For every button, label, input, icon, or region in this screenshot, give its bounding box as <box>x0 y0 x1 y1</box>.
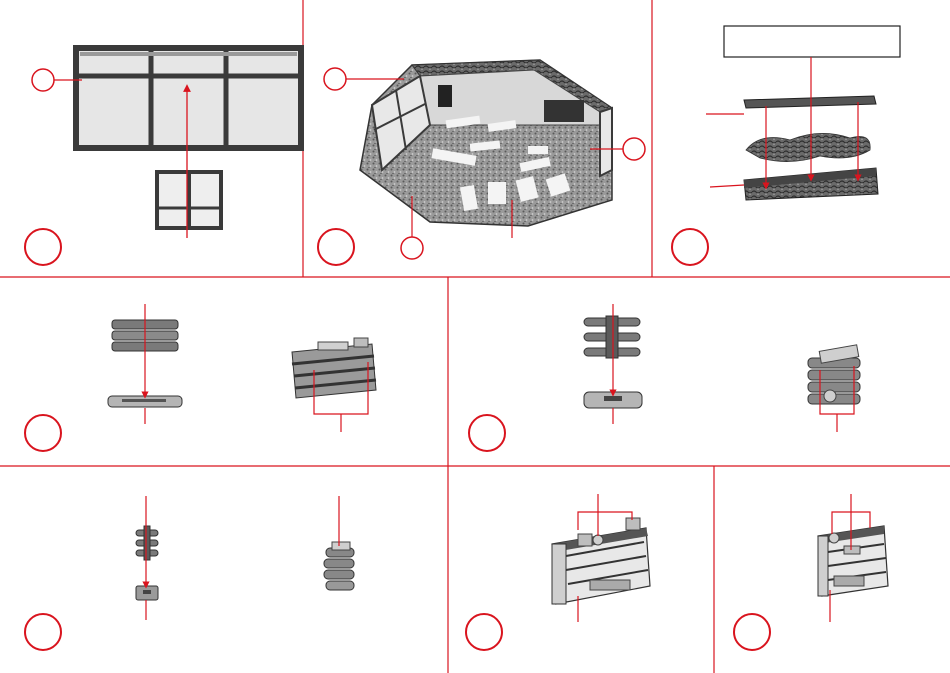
step-number-circle <box>25 415 61 451</box>
step-number-circle <box>466 614 502 650</box>
window-frame-illustration <box>76 48 301 148</box>
panel-step-4 <box>25 304 376 451</box>
material-label-box <box>724 26 900 57</box>
panel-step-5 <box>469 304 860 451</box>
step-number-circle <box>318 229 354 265</box>
panel-step-8 <box>734 494 888 650</box>
panel-step-2 <box>318 60 645 265</box>
step-number-circle <box>734 614 770 650</box>
part-callout-circle <box>401 237 423 259</box>
panel-step-3 <box>672 26 900 265</box>
shelf-base-plate <box>108 396 182 407</box>
roof-panel-top <box>744 96 876 108</box>
panel-step-1 <box>25 48 301 265</box>
small-shelf-base <box>136 586 158 600</box>
small-shelf-boards <box>136 526 158 560</box>
pavilion-base-illustration <box>360 60 612 226</box>
step-number-circle <box>25 229 61 265</box>
part-callout-circle <box>324 68 346 90</box>
panel-step-7 <box>466 494 650 650</box>
assembled-round-shelf <box>808 345 860 404</box>
round-shelf-boards <box>584 316 640 358</box>
callout-bracket <box>578 512 632 530</box>
display-cabinet-illustration <box>818 526 888 596</box>
step-number-circle <box>25 614 61 650</box>
round-shelf-base <box>584 392 642 408</box>
roof-filling <box>746 133 870 161</box>
assembled-shelf-unit <box>292 338 376 398</box>
part-callout-circle <box>623 138 645 160</box>
panel-step-6 <box>25 496 354 650</box>
part-callout-circle <box>32 69 54 91</box>
step-number-circle <box>469 415 505 451</box>
step-number-circle <box>672 229 708 265</box>
callout-leader <box>710 185 744 187</box>
door-frame-illustration <box>157 172 221 228</box>
assembled-small-shelf <box>324 542 354 590</box>
counter-illustration <box>552 518 650 604</box>
